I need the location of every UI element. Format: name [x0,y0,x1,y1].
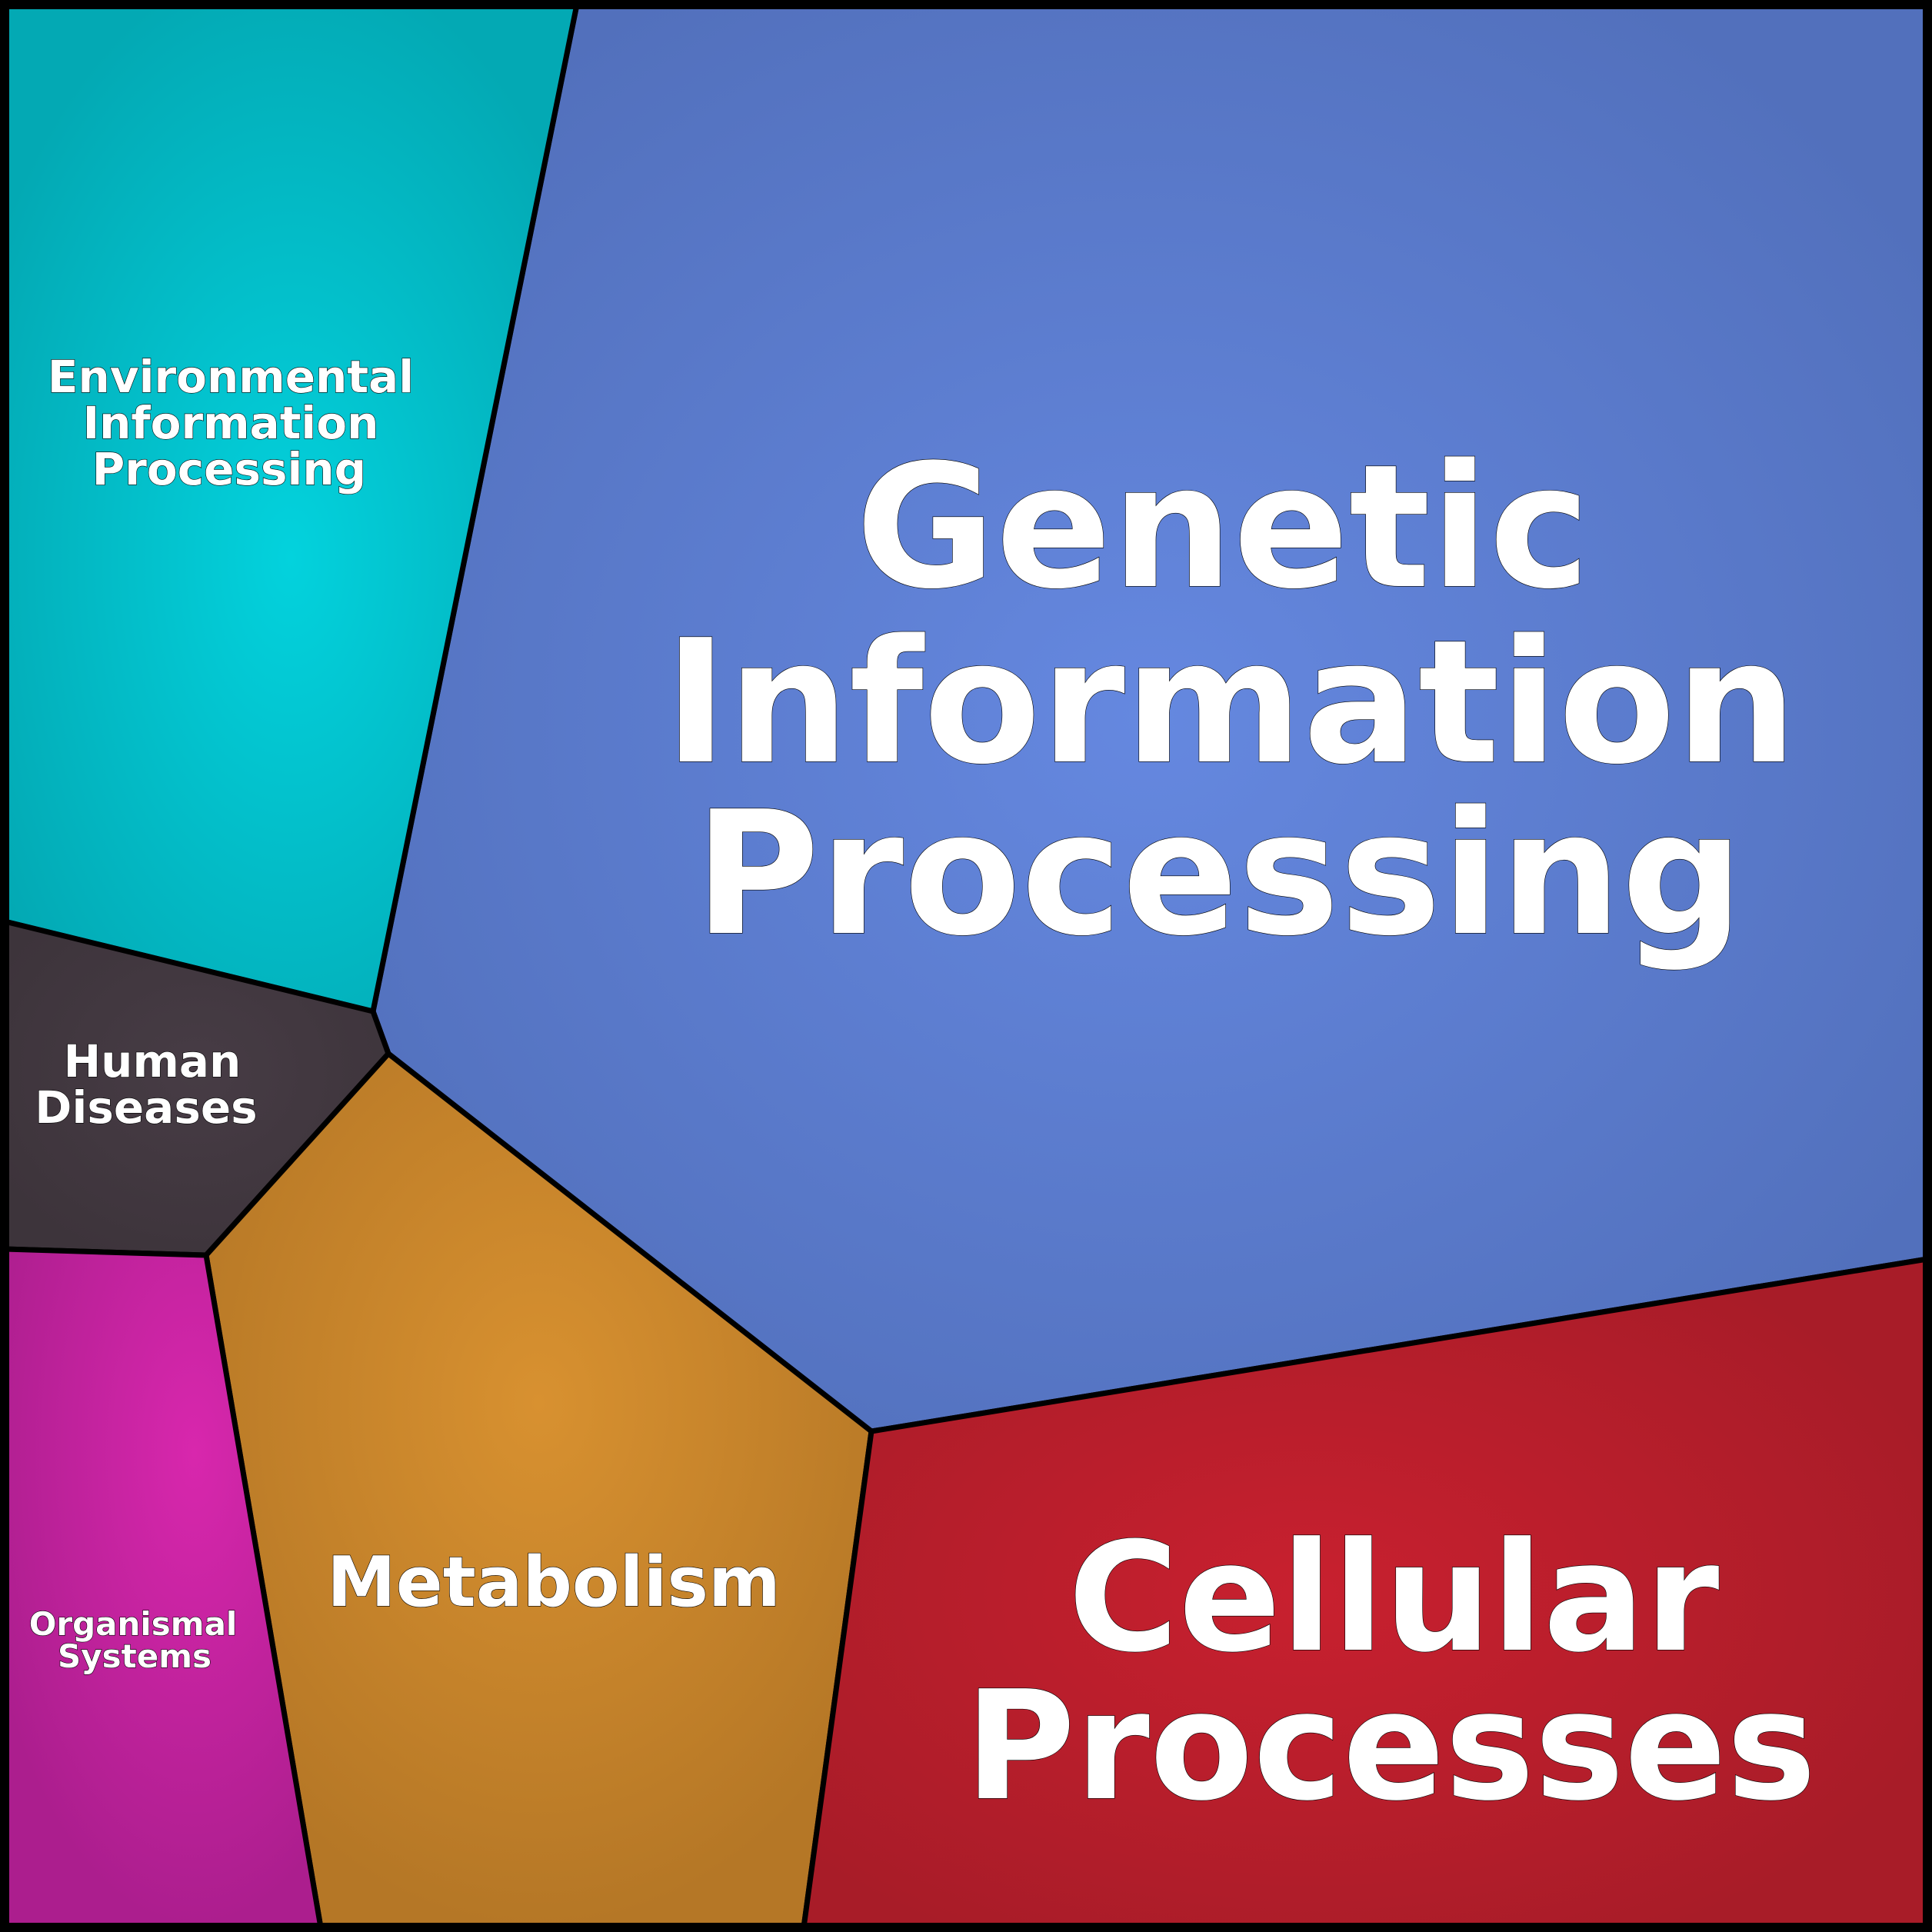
label-line: Environmental [48,351,414,403]
label-line: Human [64,1035,242,1088]
label-line: Information [664,604,1797,802]
label-line: Cellular [1068,1511,1720,1686]
label-line: Processing [92,443,366,495]
label-genetic-information-processing: Genetic Information Processing [664,428,1797,974]
label-organismal-systems: Organismal Systems [28,1604,238,1675]
label-line: Processes [965,1659,1817,1834]
label-human-diseases: Human Diseases [35,1034,258,1134]
label-cellular-processes: Cellular Processes [964,1510,1817,1834]
label-line: Genetic [855,428,1590,627]
label-line: Organismal [29,1605,238,1643]
label-metabolism: Metabolism [327,1541,781,1623]
label-line: Systems [58,1637,212,1675]
label-line: Information [83,397,379,449]
label-environmental-information-processing: Environmental Information Processing [47,350,414,495]
label-line: Metabolism [327,1542,781,1623]
label-line: Processing [695,775,1744,974]
label-line: Diseases [35,1081,257,1134]
